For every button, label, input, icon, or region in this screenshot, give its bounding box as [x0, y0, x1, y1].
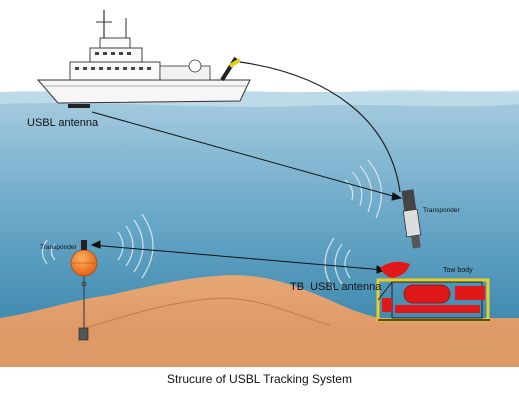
buoy-transponder-label: Transponder [40, 244, 77, 251]
buoy-transponder-waves [41, 213, 154, 279]
tow-body [376, 261, 490, 322]
usbl-antenna-label: USBL antenna [27, 117, 99, 129]
seabed-floor [0, 336, 519, 367]
ship-usbl-antenna [68, 104, 90, 108]
tow-transponder [401, 189, 422, 249]
seabed-ridge [84, 297, 331, 329]
diagram-caption: Strucure of USBL Tracking System [167, 372, 352, 386]
signal-ship-to-tow [91, 111, 403, 201]
tow-body-label: Tow body [443, 267, 473, 274]
survey-ship [36, 10, 251, 104]
tow-cable [239, 61, 401, 193]
tb-antenna-waves [324, 237, 351, 291]
tow-transponder-label: Transponder [423, 207, 460, 214]
tb-usbl-antenna-label: TB USBL antenna [290, 281, 382, 293]
transponder-buoy [70, 240, 98, 341]
